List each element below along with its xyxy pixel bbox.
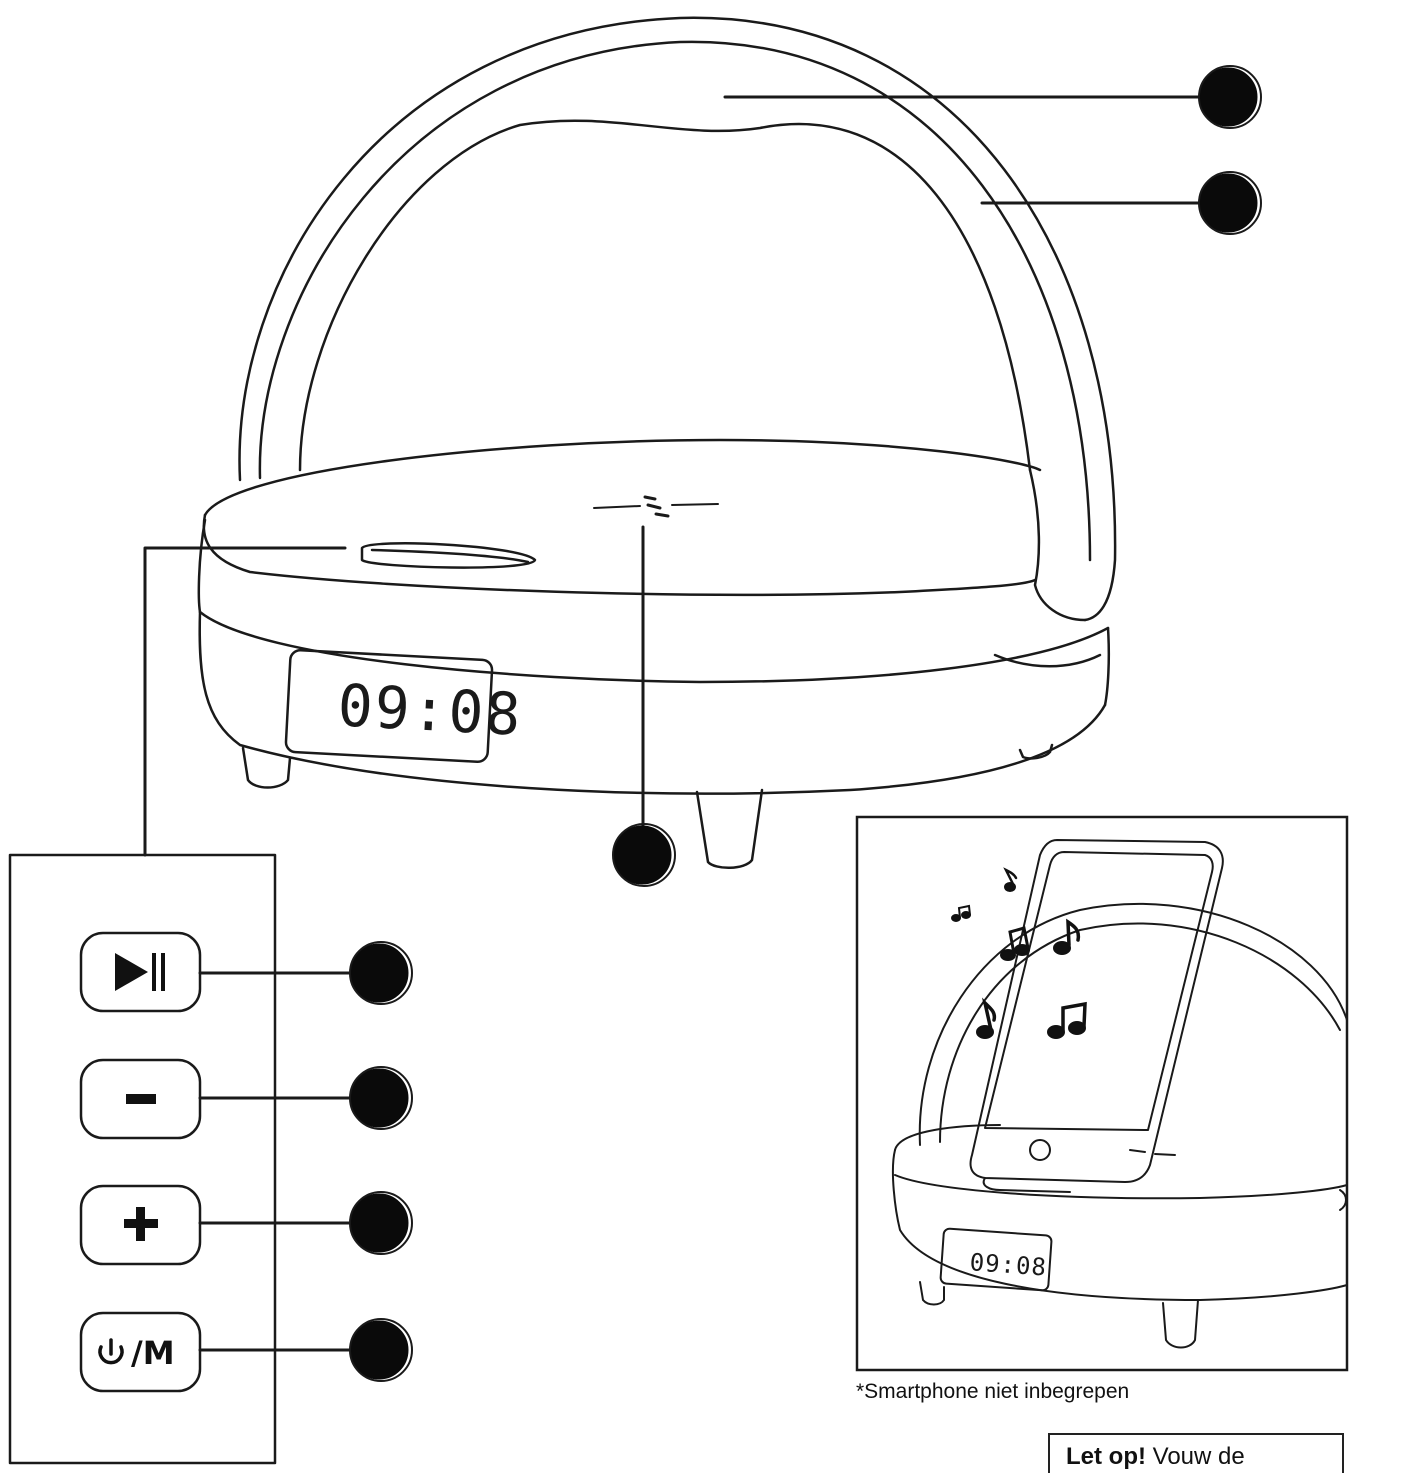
notice-box: Let op! Vouw de	[1048, 1433, 1344, 1473]
wireless-charging-icon	[593, 495, 719, 518]
power-mode-glyph: /M	[131, 1334, 175, 1372]
power-icon	[98, 1338, 124, 1365]
volume-down-button[interactable]	[79, 1058, 202, 1140]
inset-caption: *Smartphone niet inbegrepen	[856, 1380, 1130, 1403]
plus-icon	[124, 1207, 158, 1241]
minus-icon	[126, 1094, 156, 1104]
inset-illustration: 09:08	[855, 815, 1349, 1372]
lamp-clock-display: 09:08	[336, 671, 524, 749]
button-panel	[8, 853, 277, 1465]
play-pause-button[interactable]	[79, 931, 202, 1013]
notice-text: Vouw de	[1145, 1443, 1245, 1470]
callout-lines	[143, 95, 1202, 1352]
lamp-base	[197, 438, 1111, 869]
callout-markers	[349, 67, 1258, 1380]
volume-up-button[interactable]	[79, 1184, 202, 1266]
lamp-display-frame	[284, 649, 494, 763]
inset-frame	[855, 815, 1349, 1372]
inset-clock-display: 09:08	[969, 1248, 1048, 1281]
play-pause-icon	[115, 953, 165, 991]
lamp-foot-center	[695, 788, 764, 869]
music-notes-icon	[951, 867, 1087, 1039]
power-mode-button[interactable]	[79, 1311, 202, 1393]
lamp-arc-handle	[238, 16, 1117, 622]
notice-label: Let op!	[1066, 1443, 1146, 1470]
